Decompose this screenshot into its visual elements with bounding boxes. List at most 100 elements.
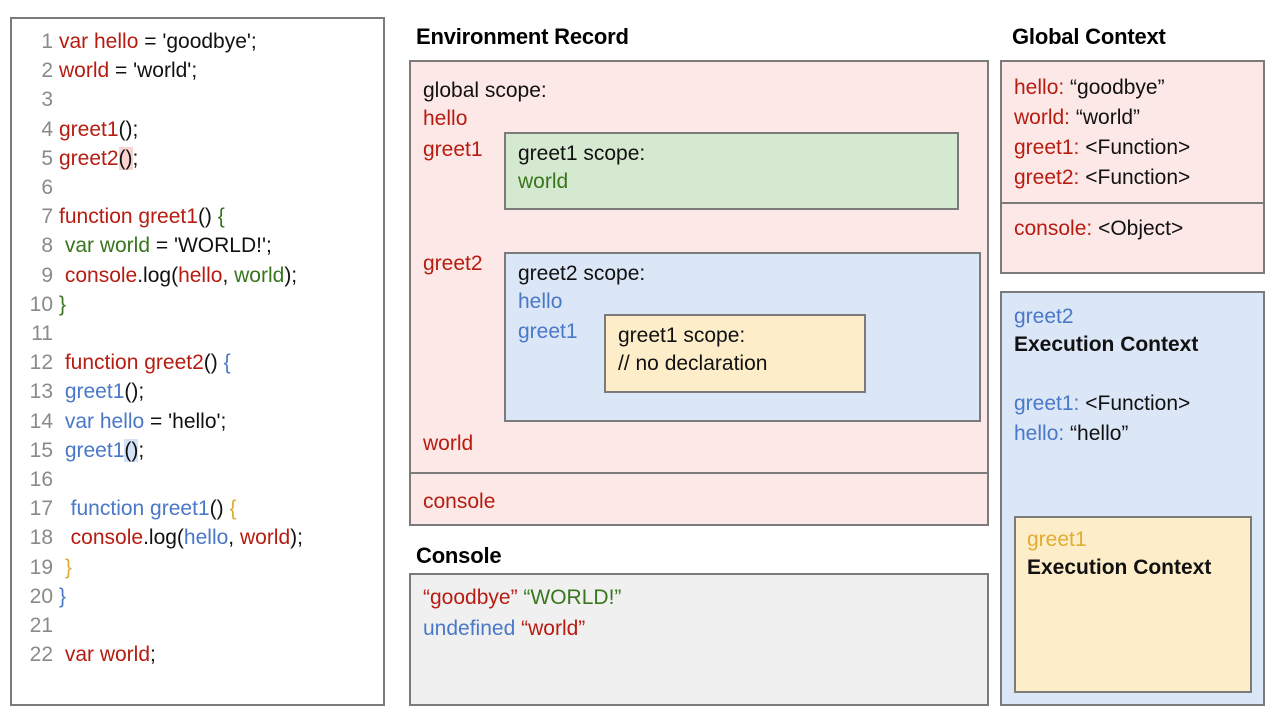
code-token: greet1 — [59, 380, 125, 404]
global-context-console-entry: console: <Object> — [1014, 217, 1183, 241]
line-content: greet1(); — [59, 377, 383, 406]
line-number: 20 — [29, 584, 53, 608]
code-token: world — [239, 526, 291, 550]
line-content: var world = 'WORLD!'; — [59, 231, 383, 260]
greet1-ec-subtitle: Execution Context — [1027, 556, 1212, 579]
code-token: { — [217, 205, 225, 229]
code-line: 9 console.log(hello, world); — [12, 261, 383, 290]
greet1-inner-scope-comment: // no declaration — [618, 352, 768, 375]
console-token: undefined — [423, 617, 516, 640]
code-token: = 'WORLD!'; — [150, 234, 272, 258]
entry-key: console: — [1014, 217, 1093, 240]
code-token: ; — [132, 146, 139, 170]
entry-value: <Object> — [1098, 217, 1184, 240]
line-number: 9 — [41, 263, 53, 287]
code-token: () — [197, 205, 218, 229]
code-token: function greet1 — [59, 205, 198, 229]
console-token: “goodbye” — [423, 586, 518, 609]
code-token: world — [234, 263, 285, 287]
code-token: .log( — [137, 263, 179, 287]
entry-key: hello: — [1014, 422, 1065, 445]
entry-key: hello: — [1014, 76, 1065, 99]
line-number: 10 — [29, 292, 53, 316]
global-binding-world: world — [423, 432, 474, 455]
line-content: world = 'world'; — [59, 56, 383, 85]
code-token: = 'hello'; — [144, 409, 227, 433]
console-title: Console — [416, 543, 502, 568]
greet1-scope-heading: greet1 scope: — [518, 142, 646, 165]
greet2-ec-name: greet2 — [1014, 305, 1074, 328]
code-line: 20} — [12, 582, 383, 611]
entry-value: <Function> — [1085, 166, 1191, 189]
code-token: function greet1 — [59, 497, 210, 521]
line-content: console.log(hello, world); — [59, 261, 383, 290]
line-content — [59, 465, 383, 494]
code-token: hello — [183, 526, 229, 550]
entry-key: greet1: — [1014, 392, 1080, 415]
code-line: 18 console.log(hello, world); — [12, 523, 383, 552]
code-line: 12 function greet2() { — [12, 348, 383, 377]
line-content: } — [59, 553, 383, 582]
greet2-scope-heading: greet2 scope: — [518, 262, 646, 285]
code-token: function greet2 — [59, 351, 204, 375]
console-output-line: “goodbye” “WORLD!” — [423, 586, 621, 610]
line-number: 1 — [41, 30, 53, 53]
code-token: var world — [59, 234, 151, 258]
code-token: } — [59, 292, 67, 316]
code-token: ); — [290, 526, 303, 550]
code-token: () — [203, 351, 224, 375]
environment-record-console-binding: console — [423, 490, 496, 513]
code-token: , — [228, 526, 240, 550]
code-token: } — [59, 584, 67, 608]
code-token: (); — [118, 117, 139, 141]
line-content: greet1(); — [59, 115, 383, 144]
code-token: , — [222, 263, 235, 287]
code-line: 6 — [12, 173, 383, 202]
code-token: (); — [124, 380, 145, 404]
line-number: 16 — [29, 468, 53, 492]
environment-record-title: Environment Record — [416, 24, 629, 49]
greet2-ec-entry: greet1: <Function> — [1014, 392, 1190, 416]
greet2-ec-entry: hello: “hello” — [1014, 422, 1128, 446]
line-content: console.log(hello, world); — [59, 523, 383, 552]
code-line: 3 — [12, 85, 383, 114]
line-number: 15 — [29, 438, 53, 462]
code-line: 13 greet1(); — [12, 377, 383, 406]
code-token: world — [59, 59, 110, 83]
greet1-ec-name: greet1 — [1027, 528, 1087, 551]
code-line: 21 — [12, 611, 383, 640]
line-content — [59, 319, 383, 348]
line-number: 22 — [29, 643, 53, 667]
line-number: 8 — [41, 234, 53, 258]
line-number: 2 — [41, 59, 53, 83]
greet1-scope-binding-world: world — [518, 170, 569, 193]
code-token: greet1 — [59, 438, 125, 462]
global-context-entry: hello: “goodbye” — [1014, 76, 1165, 100]
line-number: 19 — [29, 555, 53, 579]
global-binding-hello: hello — [423, 107, 468, 130]
line-content: greet1(); — [59, 436, 383, 465]
greet2-scope-box: greet2 scope: hello greet1 greet1 scope:… — [504, 252, 981, 422]
entry-value: “goodbye” — [1070, 76, 1165, 99]
entry-key: greet1: — [1014, 136, 1080, 159]
line-number: 6 — [41, 176, 53, 200]
global-context-entry: greet1: <Function> — [1014, 136, 1190, 160]
greet1-inner-scope-box: greet1 scope: // no declaration — [604, 314, 866, 393]
code-line: 15 greet1(); — [12, 436, 383, 465]
line-content — [59, 173, 383, 202]
line-number: 14 — [29, 409, 53, 433]
code-line: 10} — [12, 290, 383, 319]
code-token: .log( — [143, 526, 184, 550]
code-line: 11 — [12, 319, 383, 348]
line-content — [59, 85, 383, 114]
line-content: var hello = 'goodbye'; — [59, 27, 383, 56]
line-number: 5 — [41, 146, 53, 170]
line-content: var hello = 'hello'; — [59, 407, 383, 436]
greet2-ec-subtitle: Execution Context — [1014, 333, 1199, 356]
line-number: 11 — [31, 322, 53, 346]
console-token: “WORLD!” — [523, 586, 622, 609]
line-number: 7 — [41, 205, 53, 229]
